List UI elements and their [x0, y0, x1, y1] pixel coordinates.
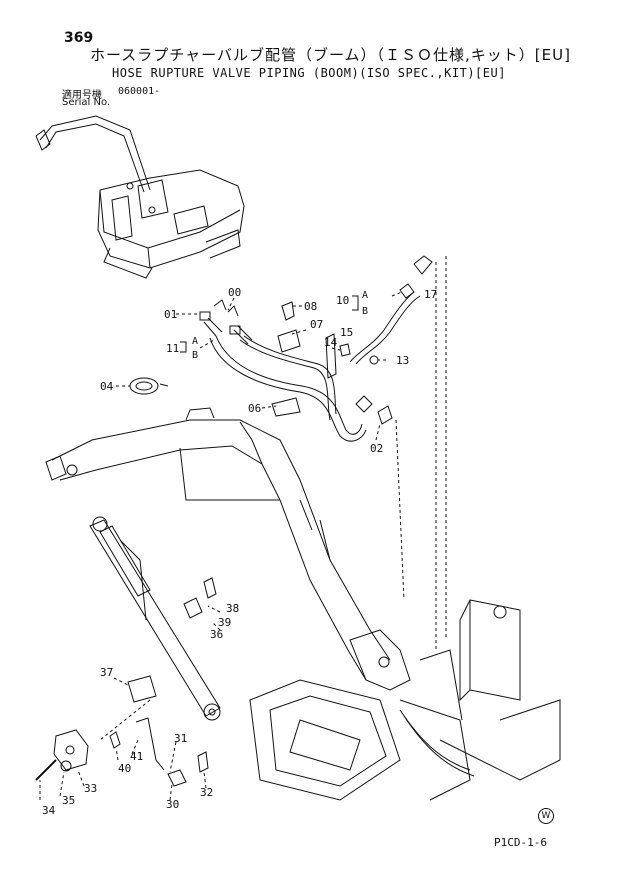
hose-assembly-drawing: [129, 255, 433, 442]
callout-15: 15: [340, 326, 353, 339]
callout-37: 37: [100, 666, 113, 679]
callout-41: 41: [130, 750, 143, 763]
callout-33: 33: [84, 782, 97, 795]
title-english: HOSE RUPTURE VALVE PIPING (BOOM)(ISO SPE…: [112, 66, 506, 80]
callout-11: 11: [166, 342, 179, 355]
callout-40: 40: [118, 762, 131, 775]
boom-cylinder-drawing: [89, 516, 221, 721]
watermark-circle: W: [538, 808, 554, 824]
callout-07: 07: [310, 318, 323, 331]
boom-drawing: [45, 407, 411, 691]
callout-34: 34: [42, 804, 56, 817]
callout-13: 13: [396, 354, 409, 367]
serial-value: 060001-: [118, 86, 161, 97]
serial-label-japanese: 適用号機: [62, 90, 102, 101]
serial-label-english: Serial No.: [62, 97, 111, 108]
callout-04: 04: [100, 380, 114, 393]
callout-a-lower: A: [192, 336, 198, 347]
leader-lines: [39, 256, 447, 801]
callout-a-upper: A: [362, 290, 368, 301]
callout-39: 39: [218, 616, 231, 629]
callout-labels: 01 00 08 07 10 A B 17 11 A B 14 15 13 04…: [42, 286, 437, 817]
title-japanese: ホースラプチャーバルブ配管（ブーム）（ＩＳＯ仕様,キット）[EU]: [90, 46, 571, 64]
callout-14: 14: [324, 336, 338, 349]
callout-30: 30: [166, 798, 179, 811]
callout-10: 10: [336, 294, 349, 307]
callout-b-lower: B: [192, 350, 198, 361]
callout-02: 02: [370, 442, 383, 455]
document-code: P1CD-1-6: [494, 836, 547, 849]
frame-drawing: [249, 599, 561, 801]
callout-b-upper: B: [362, 306, 368, 317]
valve-parts-drawing: [35, 577, 217, 787]
callout-31: 31: [174, 732, 187, 745]
excavator-overview-drawing: [35, 115, 245, 279]
callout-01: 01: [164, 308, 177, 321]
page-number: 369: [64, 30, 94, 46]
callout-08: 08: [304, 300, 317, 313]
callout-35: 35: [62, 794, 75, 807]
callout-38: 38: [226, 602, 239, 615]
ab-brackets: [180, 295, 359, 353]
callout-06: 06: [248, 402, 261, 415]
callout-17: 17: [424, 288, 437, 301]
callout-00: 00: [228, 286, 241, 299]
callout-32: 32: [200, 786, 213, 799]
callout-36: 36: [210, 628, 223, 641]
